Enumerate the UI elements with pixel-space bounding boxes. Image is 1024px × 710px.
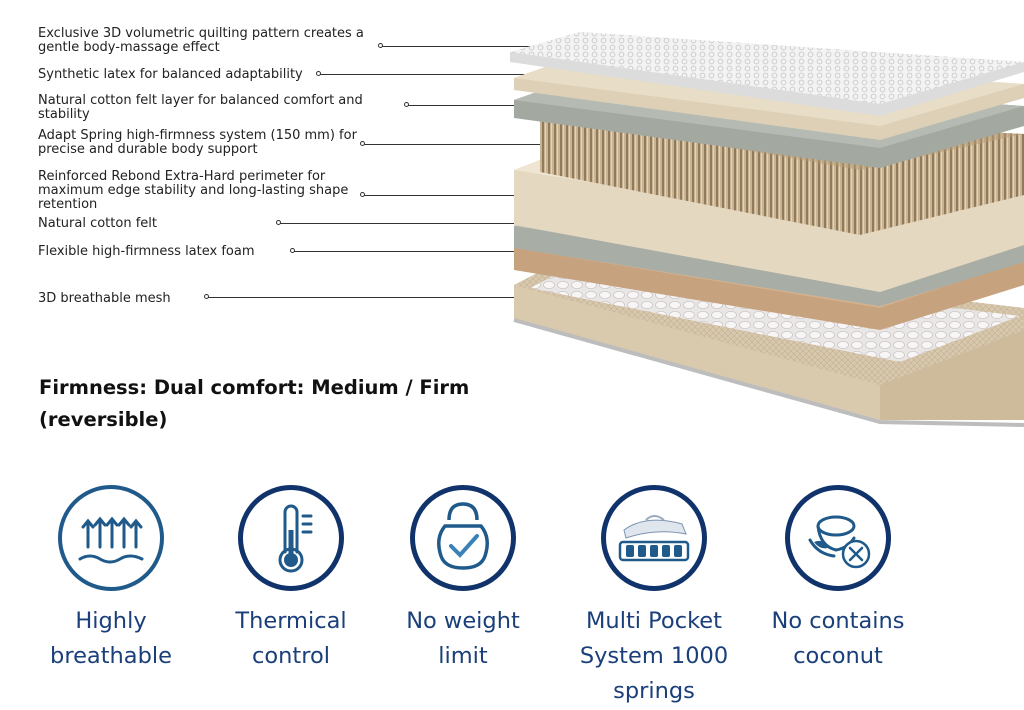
leader-line-cotton-felt-top — [406, 105, 582, 106]
airflow-arrows-icon — [58, 485, 164, 591]
feature-no-weight-limit: No weight limit — [363, 485, 563, 674]
leader-line-breathable-mesh — [206, 297, 574, 298]
layer-label-breathable-mesh: 3D breathable mesh — [38, 291, 171, 306]
feature-label: No contains coconut — [771, 608, 905, 669]
feature-label: Multi Pocket System 1000 springs — [579, 608, 729, 704]
leader-dot — [290, 248, 295, 253]
leader-dot — [404, 102, 409, 107]
kettlebell-check-icon — [410, 485, 516, 591]
layer-label-cotton-felt: Natural cotton felt — [38, 216, 157, 231]
mattress-exploded-illustration — [510, 32, 1024, 427]
leader-line-rebond-perimeter — [362, 195, 574, 196]
pocket-springs-icon — [601, 485, 707, 591]
layer-label-rebond-perimeter: Reinforced Rebond Extra-Hard perimeter f… — [38, 169, 349, 212]
leader-dot — [276, 220, 281, 225]
feature-label: Highly breathable — [50, 608, 172, 669]
firmness-statement: Firmness: Dual comfort: Medium / Firm (r… — [39, 376, 470, 431]
layer-label-latex-foam: Flexible high-firmness latex foam — [38, 244, 255, 259]
feature-highly-breathable: Highly breathable — [11, 485, 211, 674]
layer-label-quilting: Exclusive 3D volumetric quilting pattern… — [38, 26, 364, 55]
feature-multi-pocket-system: Multi Pocket System 1000 springs — [554, 485, 754, 709]
leader-dot — [360, 192, 365, 197]
layer-label-synthetic-latex: Synthetic latex for balanced adaptabilit… — [38, 67, 303, 82]
feature-label: Thermical control — [235, 608, 347, 669]
layer-label-adapt-spring: Adapt Spring high-firmness system (150 m… — [38, 128, 357, 157]
leader-line-latex-foam — [292, 251, 576, 252]
layer-label-cotton-felt-top: Natural cotton felt layer for balanced c… — [38, 93, 363, 122]
feature-no-coconut: No contains coconut — [738, 485, 938, 674]
leader-dot — [316, 71, 321, 76]
leader-dot — [360, 141, 365, 146]
thermometer-icon — [238, 485, 344, 591]
leader-line-quilting — [380, 46, 582, 47]
leader-line-adapt-spring — [362, 144, 618, 145]
leader-dot — [204, 294, 209, 299]
feature-label: No weight limit — [406, 608, 520, 669]
feature-thermical-control: Thermical control — [191, 485, 391, 674]
coconut-crossed-icon — [785, 485, 891, 591]
leader-line-synthetic-latex — [318, 74, 582, 75]
leader-line-cotton-felt — [278, 223, 576, 224]
leader-dot — [378, 43, 383, 48]
